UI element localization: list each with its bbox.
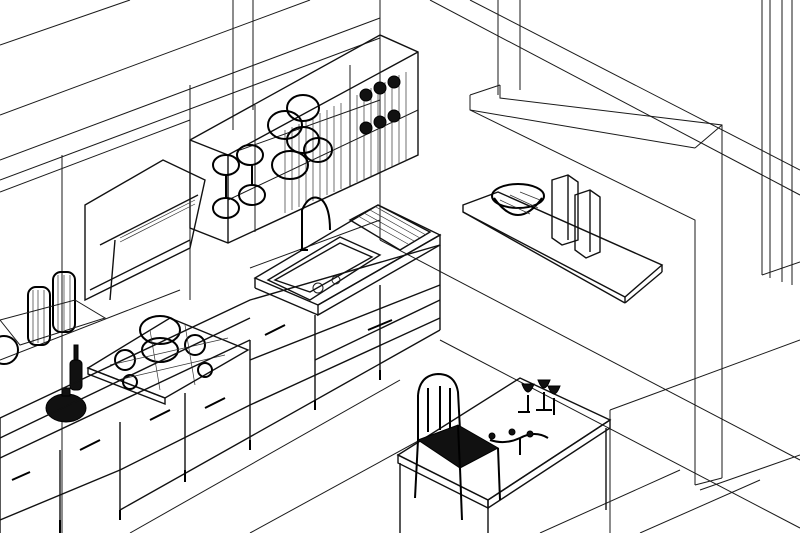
faucet: [300, 196, 331, 251]
wall-cabinet: [189, 34, 419, 244]
sink: [266, 236, 382, 301]
shelf-dishes: [212, 75, 401, 219]
fruit-bowl: [491, 183, 545, 216]
floating-shelf: [462, 191, 664, 304]
sink-counter: [253, 204, 442, 317]
kettle: [0, 335, 19, 365]
chair: [414, 372, 501, 521]
dining-table: [396, 377, 612, 533]
base-cabinets: [0, 244, 441, 533]
range-hood: [84, 159, 206, 302]
tumblers: [0, 271, 107, 346]
vases: [551, 174, 601, 259]
cooktop: [86, 315, 250, 406]
flower-sprig: [488, 428, 549, 455]
drainboard: [348, 204, 432, 251]
wine-glasses: [518, 379, 561, 415]
bottle: [69, 344, 83, 391]
